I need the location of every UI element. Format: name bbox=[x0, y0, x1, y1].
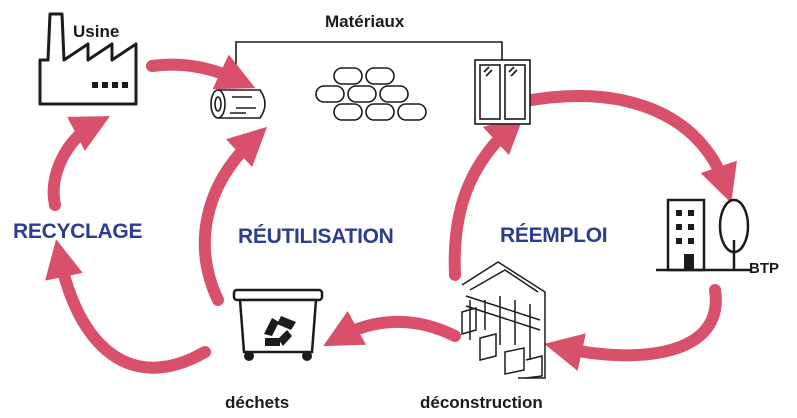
arrow-usine-to-materials bbox=[146, 54, 256, 90]
arrow-reemploi-up bbox=[448, 114, 525, 281]
bricks-icon bbox=[315, 67, 427, 121]
reutilisation-label: RÉUTILISATION bbox=[238, 225, 394, 248]
demolition-icon bbox=[461, 261, 546, 379]
arrow-deconstruction-to-dechets bbox=[323, 310, 461, 347]
building-tree-icon bbox=[656, 198, 752, 272]
usine-label: Usine bbox=[73, 22, 120, 41]
window-icon bbox=[474, 59, 531, 125]
arrow-recyclage-up bbox=[47, 116, 111, 211]
log-icon bbox=[210, 89, 266, 119]
recyclage-label: RECYCLAGE bbox=[13, 220, 143, 243]
materiaux-label: Matériaux bbox=[325, 12, 405, 31]
recycling-bin-icon bbox=[232, 288, 324, 361]
reemploi-label: RÉEMPLOI bbox=[500, 224, 608, 247]
arrow-window-to-btp bbox=[514, 90, 737, 204]
dechets-label: déchets bbox=[225, 393, 290, 412]
arrow-reutilisation-up bbox=[198, 126, 268, 306]
materials-bracket bbox=[235, 41, 503, 68]
arrow-recyclage-down bbox=[45, 239, 211, 374]
arrow-btp-to-deconstruction bbox=[544, 284, 722, 371]
btp-label: BTP bbox=[749, 260, 779, 277]
deconstruction-label: déconstruction bbox=[420, 393, 543, 412]
factory-icon bbox=[38, 12, 138, 106]
